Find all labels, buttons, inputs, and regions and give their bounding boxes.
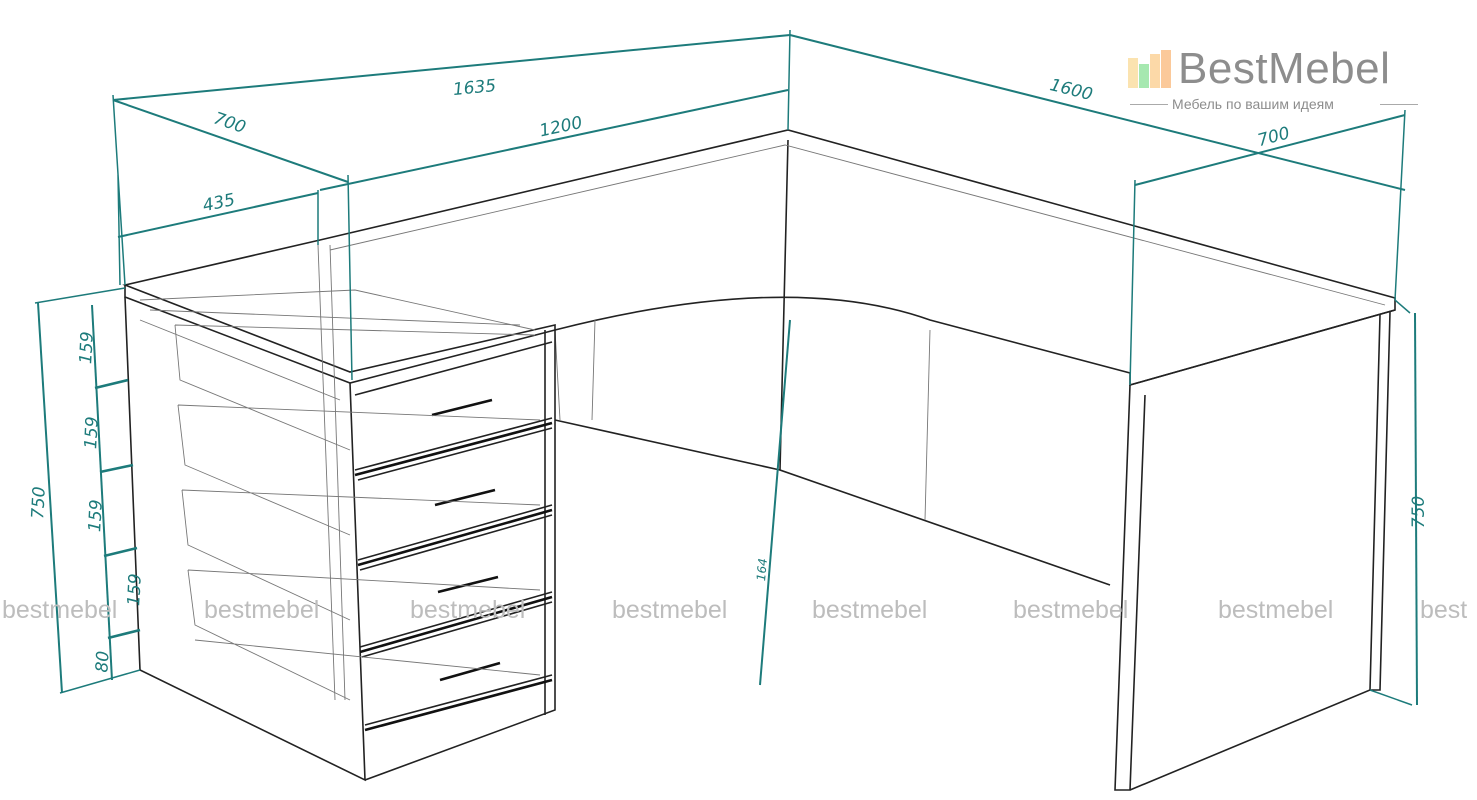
- dim-750-left: 750: [28, 486, 50, 519]
- dimension-lines: [34, 29, 1418, 706]
- watermark: bestmebel: [1013, 596, 1129, 624]
- watermark: bestmebel: [1218, 596, 1334, 624]
- watermark: bestmebel: [410, 596, 526, 624]
- logo-tagline: Мебель по вашим идеям: [1172, 96, 1334, 112]
- dim-750-right: 750: [1409, 496, 1429, 528]
- dimension-labels: 1635 1200 700 435 1600 700 750 750 159 1…: [28, 75, 1429, 673]
- watermark: bestmebel: [2, 596, 118, 624]
- dim-1200: 1200: [538, 113, 584, 142]
- watermark: bestmebel: [612, 596, 728, 624]
- logo-bars-icon: [1128, 50, 1171, 88]
- dim-drawer-3: 159: [85, 499, 107, 532]
- dim-drawer-2: 159: [81, 416, 103, 449]
- dim-164: 164: [754, 558, 770, 582]
- dim-drawer-4: 159: [124, 573, 146, 606]
- dim-1635: 1635: [452, 76, 497, 100]
- dim-plinth: 80: [92, 650, 113, 673]
- dim-drawer-1: 159: [76, 331, 98, 364]
- dim-700-left: 700: [211, 109, 248, 138]
- watermark: bestmebel: [812, 596, 928, 624]
- desk-outline: [122, 129, 1396, 791]
- dim-1600: 1600: [1048, 75, 1095, 105]
- watermark-partial: best: [1420, 596, 1468, 624]
- watermark: bestmebel: [204, 596, 320, 624]
- logo-name: BestMebel: [1178, 44, 1391, 93]
- brand-logo: BestMebel Мебель по вашим идеям: [1128, 46, 1423, 118]
- dim-700-right: 700: [1255, 123, 1292, 151]
